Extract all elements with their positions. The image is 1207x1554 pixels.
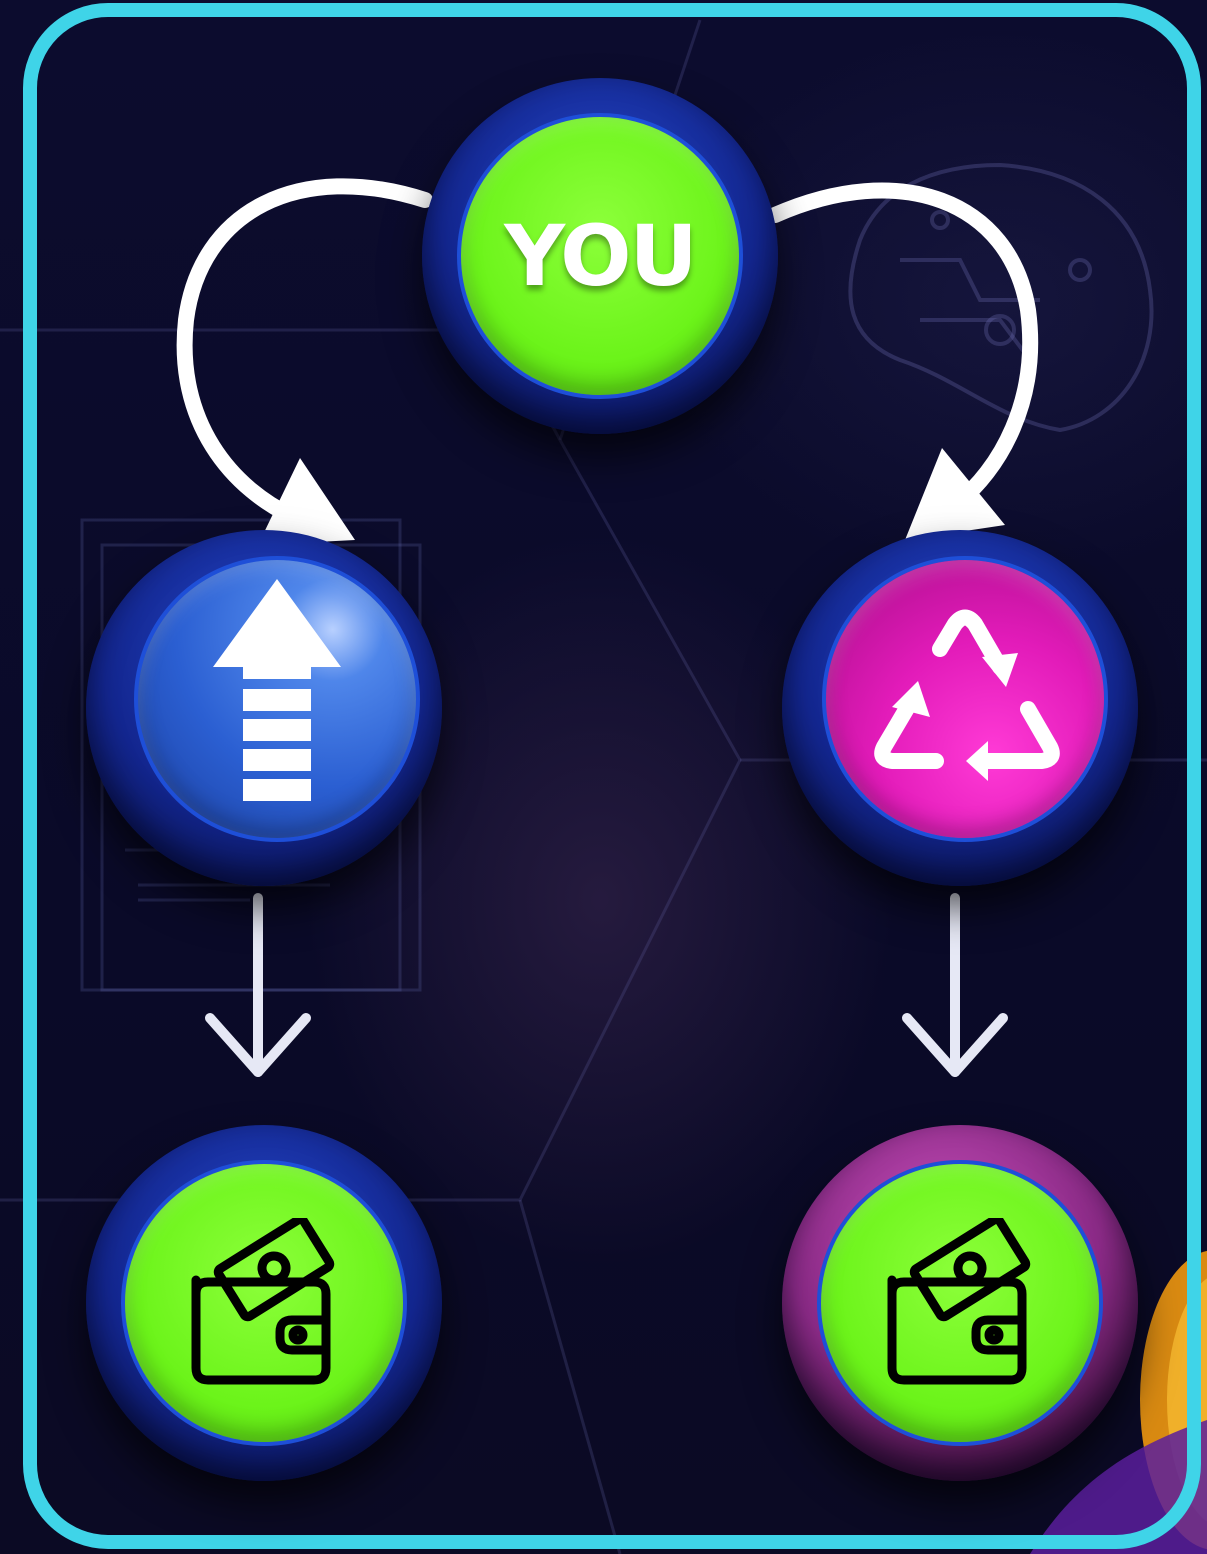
you-label: YOU xyxy=(504,207,695,305)
upgrade-arrow-icon xyxy=(207,579,347,819)
wallet-icon xyxy=(184,1218,344,1388)
recycle-icon xyxy=(870,609,1060,789)
wallet-node-left xyxy=(86,1125,442,1481)
down-arrow-left xyxy=(210,898,306,1072)
wallet-node-right xyxy=(782,1125,1138,1481)
upgrade-node xyxy=(86,530,442,886)
curved-arrow-right xyxy=(775,190,1030,505)
down-arrow-right xyxy=(907,898,1003,1072)
wallet-node-right-face xyxy=(817,1160,1103,1446)
wallet-node-left-face xyxy=(121,1160,407,1446)
wallet-icon xyxy=(880,1218,1040,1388)
recycle-node xyxy=(782,530,1138,886)
upgrade-node-face xyxy=(134,556,420,842)
you-node: YOU xyxy=(422,78,778,434)
you-node-face: YOU xyxy=(457,113,743,399)
recycle-node-face xyxy=(822,556,1108,842)
